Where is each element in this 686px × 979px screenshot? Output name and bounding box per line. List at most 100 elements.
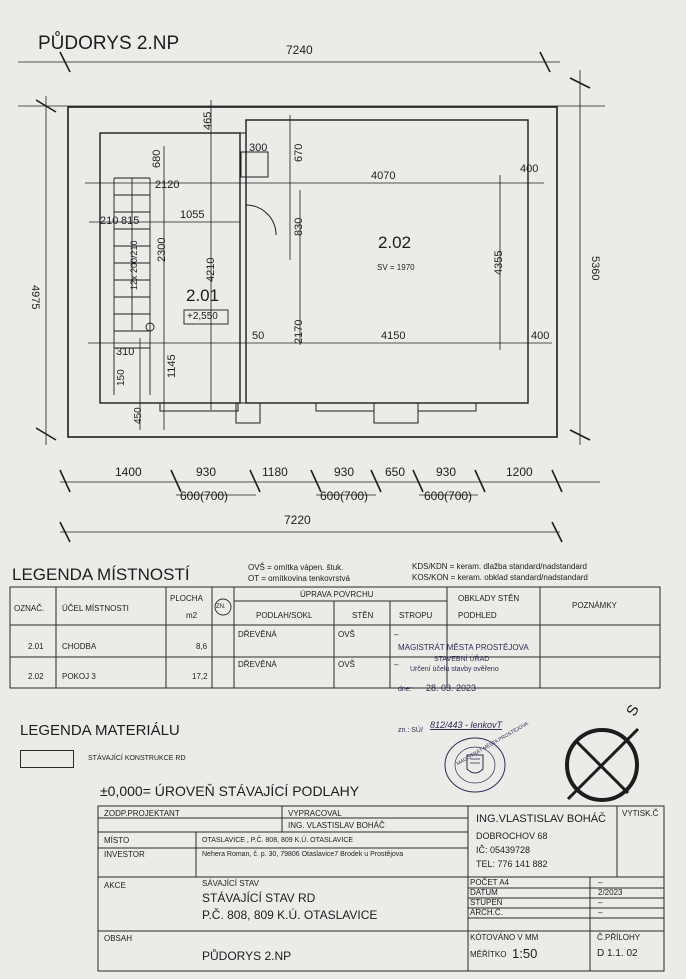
dim-b650: 650	[385, 465, 406, 479]
tb-obsah-label: OBSAH	[104, 934, 133, 943]
legend-note-ovs: OVŠ = omítka vápen. štuk.	[248, 563, 344, 572]
legend-note-kos: KOS/KON = keram. obklad standard/nadstan…	[412, 573, 588, 582]
staircase	[113, 177, 155, 395]
north-arrow-icon	[565, 727, 640, 802]
window-201	[159, 402, 239, 412]
tb-pocet-value: –	[598, 878, 603, 887]
tb-meritko-value: 1:50	[512, 946, 538, 961]
th-zn: ZN.	[216, 604, 226, 610]
tb-arch-value: –	[598, 908, 603, 917]
tb-stupen-value: –	[598, 898, 603, 907]
th-uprava: ÚPRAVA POVRCHU	[300, 590, 374, 599]
dim-w600b: 600(700)	[320, 489, 369, 503]
tb-stupen-label: STUPEŇ	[470, 898, 503, 907]
tb-misto-label: MÍSTO	[104, 836, 130, 845]
th-obklady: OBKLADY STĚN	[458, 594, 520, 603]
th-m2: m2	[186, 611, 198, 620]
room-201-id: 2.01	[186, 286, 220, 305]
th-podhled: PODHLED	[458, 611, 497, 620]
row2-oznac: 2.02	[28, 672, 44, 681]
stamp-zn-label: zn.: SÚ/	[398, 727, 423, 734]
dim-2120: 2120	[155, 179, 180, 191]
dim-w600a: 600(700)	[180, 489, 229, 503]
tb-datum-label: DATUM	[470, 888, 498, 897]
dim-300: 300	[249, 142, 268, 154]
tb-arch-label: ARCH.Č.	[470, 908, 503, 917]
tb-datum-value: 2/2023	[598, 888, 623, 897]
pillar-block	[373, 402, 419, 424]
tb-vytisk-label: VYTISK.Č	[622, 809, 659, 818]
th-ucel: ÚČEL MÍSTNOSTI	[62, 604, 129, 613]
tb-vypracoval-label: VYPRACOVAL	[288, 809, 342, 818]
stamp-line1: MAGISTRÁT MĚSTA PROSTĚJOVA	[398, 643, 529, 652]
row1-ucel: CHODBA	[62, 642, 97, 651]
dimension-ticks	[35, 51, 591, 543]
tb-zodp-label: ZODP.PROJEKTANT	[104, 809, 180, 818]
tb-pocet-label: POČET A4	[470, 878, 509, 887]
level-box	[183, 309, 229, 325]
dim-400a: 400	[520, 163, 539, 175]
dim-b1400: 1400	[115, 465, 142, 479]
material-swatch	[20, 750, 74, 768]
row2-plocha: 17,2	[192, 672, 208, 681]
legend-rooms-table-grid	[9, 586, 661, 689]
th-oznac: OZNAČ.	[14, 604, 45, 613]
th-plocha: PLOCHA	[170, 594, 203, 603]
dimension-lines	[18, 61, 605, 533]
legend-note-ot: OT = omítkovina tenkovrstvá	[248, 574, 350, 583]
legend-note-kds: KDS/KDN = keram. dlažba standard/nadstan…	[412, 562, 587, 571]
tb-meritko-label: MĚŘÍTKO	[470, 950, 507, 959]
row1-strop: –	[394, 630, 399, 639]
room-202-sv: SV = 1970	[377, 263, 415, 272]
tb-obsah-value: PŮDORYS 2.NP	[202, 949, 292, 963]
floor-plan-drawing	[18, 51, 605, 543]
stamp-line2: STAVEBNÍ ÚŘAD	[434, 656, 490, 663]
row1-plocha: 8,6	[196, 642, 208, 651]
outer-wall-outline	[67, 106, 558, 438]
room-201-level: +2,550	[187, 311, 218, 322]
tb-company-tel: TEL: 776 141 882	[476, 859, 548, 869]
tb-priloha-label: Č.PŘÍLOHY	[597, 933, 641, 942]
stamp-zn-value: 812/443 - lenkovT	[430, 720, 503, 730]
chimney-block	[240, 151, 269, 178]
stamp-line3: Určení účelu stavby ověřeno	[410, 666, 499, 673]
door-swing	[245, 204, 277, 236]
row2-podlaha: DŘEVĚNÁ	[238, 660, 277, 669]
legend-rooms-title: LEGENDA MÍSTNOSTÍ	[12, 565, 190, 584]
dim-top-total: 7240	[286, 43, 313, 57]
tb-akce-label: AKCE	[104, 881, 126, 890]
dim-815: 815	[121, 215, 140, 227]
tb-kotovano-label: KÓTOVÁNO V MM	[470, 933, 539, 942]
dim-b1200: 1200	[506, 465, 533, 479]
row1-podlaha: DŘEVĚNÁ	[238, 630, 277, 639]
material-item-label: STÁVAJÍCÍ KONSTRUKCE RD	[88, 755, 186, 762]
tb-company-ic: IČ: 05439728	[476, 845, 531, 855]
row2-sten: OVŠ	[338, 660, 355, 669]
tb-priloha-value: D 1.1. 02	[597, 948, 638, 959]
dim-210: 210	[100, 215, 119, 227]
row2-strop: –	[394, 660, 399, 669]
dim-w600c: 600(700)	[424, 489, 473, 503]
tb-company-name: ING.VLASTISLAV BOHÁČ	[476, 813, 607, 825]
stamp-date: 28. 03. 2023	[426, 683, 477, 693]
tb-company-addr: DOBROCHOV 68	[476, 831, 548, 841]
stamp-date-label: dne:	[398, 686, 412, 693]
tb-investor-label: INVESTOR	[104, 850, 145, 859]
dim-bottom-total: 7220	[284, 513, 311, 527]
dim-310: 310	[116, 346, 135, 358]
tb-akce-line2: STÁVAJÍCÍ STAV RD	[202, 891, 316, 905]
tb-investor-value: Nehera Roman, č. p. 30, 79806 Otaslavice…	[202, 851, 404, 858]
row1-sten: OVŠ	[338, 630, 355, 639]
dim-400b: 400	[531, 330, 550, 342]
tb-vypracoval-value: ING. VLASTISLAV BOHÁČ	[288, 821, 385, 830]
tb-akce-line3: P.Č. 808, 809 K.Ú. OTASLAVICE	[202, 908, 378, 922]
dim-1055: 1055	[180, 209, 205, 221]
plan-title: PŮDORYS 2.NP	[38, 33, 180, 54]
level-note: ±0,000= ÚROVEŇ STÁVAJÍCÍ PODLAHY	[100, 783, 360, 799]
dim-b1180: 1180	[262, 465, 288, 479]
room-202-id: 2.02	[378, 233, 412, 252]
row2-ucel: POKOJ 3	[62, 672, 96, 681]
dim-4070: 4070	[371, 170, 396, 182]
th-sten: STĚN	[352, 611, 374, 620]
th-podlahy: PODLAH/SOKL	[256, 611, 313, 620]
